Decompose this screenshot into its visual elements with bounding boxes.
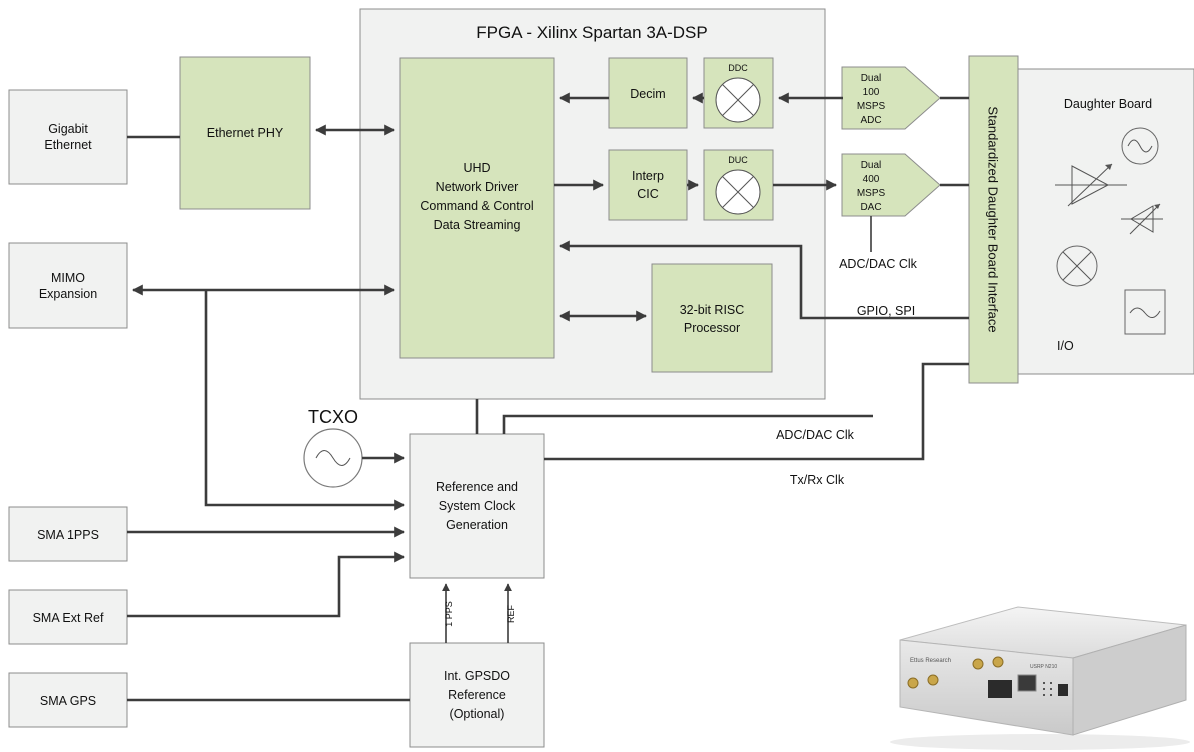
mimo-expansion-label-1: MIMO — [51, 271, 85, 285]
duc-label: DUC — [728, 155, 748, 165]
risc-label-1: 32-bit RISC — [680, 303, 745, 317]
adc-block: Dual 100 MSPS ADC — [841, 66, 941, 130]
daughter-board-block: Daughter Board I/O — [1017, 68, 1194, 375]
mimo-expansion-block: MIMO Expansion — [8, 242, 128, 329]
sma-1pps-block: SMA 1PPS — [8, 506, 128, 562]
tx-rx-clk-label: Tx/Rx Clk — [790, 473, 845, 487]
gpsdo-label-2: Reference — [448, 688, 506, 702]
uhd-label-2: Network Driver — [436, 180, 519, 194]
gpsdo-label-3: (Optional) — [450, 707, 505, 721]
sma-connector-icon — [927, 674, 939, 686]
sma-ext-ref-label: SMA Ext Ref — [33, 611, 104, 625]
device-model: USRP N210 — [1030, 664, 1057, 670]
filter-icon — [1124, 289, 1166, 335]
sma-connector-icon — [972, 658, 984, 670]
sma-1pps-label: SMA 1PPS — [37, 528, 99, 542]
adc-dac-clk-top-label: ADC/DAC Clk — [839, 257, 918, 271]
daughter-interface-label: Standardized Daughter Board Interface — [986, 106, 1001, 332]
dac-label-2: 400 — [863, 174, 880, 185]
gigabit-ethernet-block: Gigabit Ethernet — [8, 89, 128, 185]
ddc-label: DDC — [728, 63, 748, 73]
dac-block: Dual 400 MSPS DAC — [841, 153, 941, 217]
interp-block: Interp CIC — [608, 149, 688, 221]
dac-label-1: Dual — [861, 160, 882, 171]
oscillator-icon — [1121, 127, 1159, 165]
variable-amplifier-icon — [1055, 163, 1127, 207]
ref-clock-label-3: Generation — [446, 518, 508, 532]
gpsdo-label-1: Int. GPSDO — [444, 669, 510, 683]
dac-label-4: DAC — [860, 202, 881, 213]
risc-processor-block: 32-bit RISC Processor — [651, 263, 773, 373]
ethernet-port-icon — [1017, 674, 1037, 692]
interp-label-1: Interp — [632, 169, 664, 183]
mimo-port-icon — [988, 680, 1012, 698]
fpga-title: FPGA - Xilinx Spartan 3A-DSP — [476, 23, 707, 42]
gigabit-ethernet-label-1: Gigabit — [48, 122, 88, 136]
uhd-label-4: Data Streaming — [434, 218, 521, 232]
device-brand: Ettus Research — [910, 658, 951, 664]
gigabit-ethernet-label-2: Ethernet — [44, 138, 92, 152]
decim-label: Decim — [630, 87, 665, 101]
sma-gps-block: SMA GPS — [8, 672, 128, 728]
power-port-icon — [1058, 684, 1068, 696]
usrp-device-image: Ettus Research USRP N210 — [890, 606, 1190, 750]
ref-clock-block: Reference and System Clock Generation — [409, 433, 545, 579]
tcxo-block: TCXO — [303, 407, 363, 488]
sma-connector-icon — [992, 656, 1004, 668]
ref-line-label: REF — [506, 604, 516, 623]
duc-block: DUC — [703, 149, 774, 221]
sma-gps-label: SMA GPS — [40, 694, 96, 708]
daughter-board-interface-block: Standardized Daughter Board Interface — [968, 55, 1019, 384]
mimo-expansion-label-2: Expansion — [39, 287, 97, 301]
adc-label-1: Dual — [861, 73, 882, 84]
ethernet-phy-label: Ethernet PHY — [207, 126, 284, 140]
adc-dac-clk-bottom-label: ADC/DAC Clk — [776, 428, 855, 442]
daughter-board-label: Daughter Board — [1064, 97, 1152, 111]
uhd-label-3: Command & Control — [420, 199, 533, 213]
mixer-icon — [1056, 245, 1098, 287]
interp-label-2: CIC — [637, 187, 659, 201]
ethernet-phy-block: Ethernet PHY — [179, 56, 311, 210]
ref-clock-label-1: Reference and — [436, 480, 518, 494]
risc-label-2: Processor — [684, 321, 740, 335]
gpio-spi-label: GPIO, SPI — [857, 304, 915, 318]
sma-connector-icon — [907, 677, 919, 689]
adc-label-2: 100 — [863, 87, 880, 98]
decim-block: Decim — [608, 57, 688, 129]
ddc-block: DDC — [703, 57, 774, 129]
adc-label-3: MSPS — [857, 101, 886, 112]
uhd-label-1: UHD — [463, 161, 490, 175]
gpsdo-block: Int. GPSDO Reference (Optional) — [409, 642, 545, 748]
tcxo-label: TCXO — [308, 407, 358, 427]
sma-ext-ref-block: SMA Ext Ref — [8, 589, 128, 645]
variable-attenuator-icon — [1121, 203, 1163, 235]
uhd-block: UHD Network Driver Command & Control Dat… — [399, 57, 555, 359]
ref-clock-label-2: System Clock — [439, 499, 516, 513]
adc-label-4: ADC — [860, 115, 881, 126]
dac-label-3: MSPS — [857, 188, 886, 199]
pps-line-label: 1 PPS — [444, 601, 454, 627]
connections — [127, 92, 969, 702]
io-label: I/O — [1057, 339, 1074, 353]
